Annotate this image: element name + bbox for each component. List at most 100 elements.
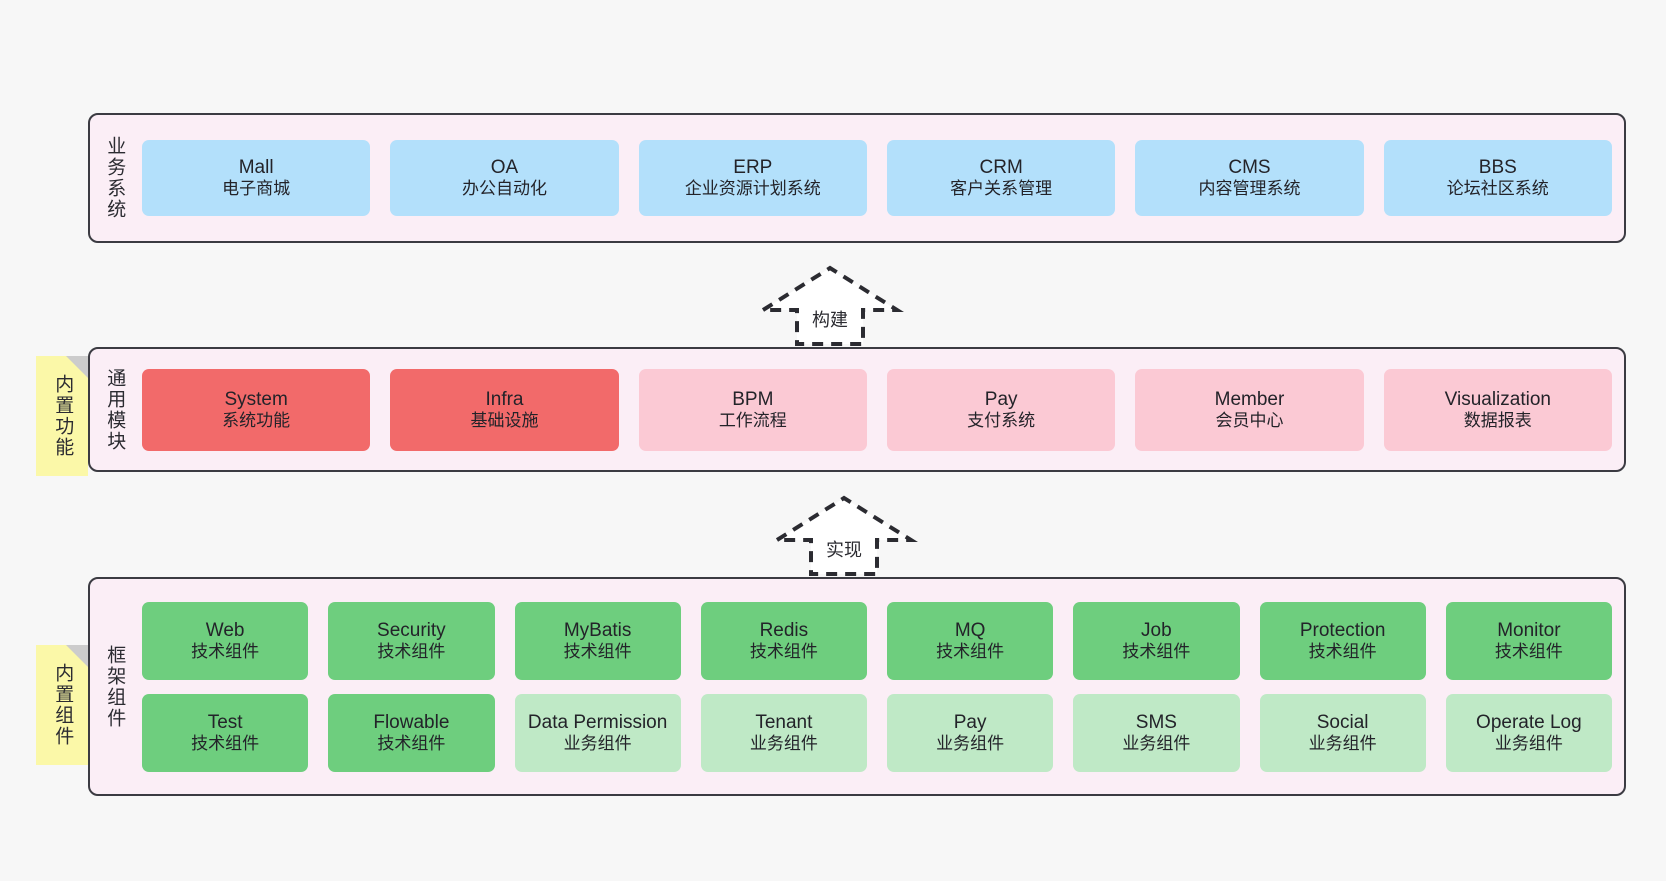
node-title: Protection: [1299, 619, 1386, 641]
node-title: Tenant: [755, 711, 813, 733]
node-subtitle: 业务组件: [749, 733, 818, 753]
node-operate-log[interactable]: Operate Log 业务组件: [1445, 693, 1612, 772]
note-label: 内置组件: [52, 663, 74, 747]
layer-common-modules[interactable]: 通用模块 System 系统功能 Infra 基础设施 BPM 工作流程 Pay…: [88, 347, 1626, 472]
node-flowable[interactable]: Flowable 技术组件: [328, 693, 495, 772]
node-social[interactable]: Social 业务组件: [1259, 693, 1426, 772]
node-subtitle: 业务组件: [1122, 733, 1191, 753]
node-mybatis[interactable]: MyBatis 技术组件: [514, 601, 681, 680]
node-subtitle: 业务组件: [936, 733, 1005, 753]
node-subtitle: 技术组件: [936, 641, 1005, 661]
node-title: Job: [1141, 619, 1172, 641]
node-subtitle: 技术组件: [563, 641, 632, 661]
node-data-permission[interactable]: Data Permission 业务组件: [514, 693, 681, 772]
node-subtitle: 内容管理系统: [1198, 179, 1301, 199]
node-title: Pay: [953, 711, 987, 733]
node-title: Social: [1316, 711, 1369, 733]
node-system[interactable]: System 系统功能: [142, 368, 371, 451]
node-subtitle: 技术组件: [377, 733, 446, 753]
node-monitor[interactable]: Monitor 技术组件: [1445, 601, 1612, 680]
node-title: Pay: [984, 388, 1018, 410]
node-title: Monitor: [1497, 619, 1561, 641]
node-tenant[interactable]: Tenant 业务组件: [700, 693, 867, 772]
node-protection[interactable]: Protection 技术组件: [1259, 601, 1426, 680]
node-mq[interactable]: MQ 技术组件: [887, 601, 1054, 680]
layer-framework-components[interactable]: 框架组件 Web 技术组件 Security 技术组件 MyBatis 技术组件…: [88, 577, 1626, 796]
node-subtitle: 工作流程: [718, 410, 787, 430]
node-title: Operate Log: [1476, 711, 1582, 733]
node-subtitle: 技术组件: [1494, 641, 1563, 661]
node-test[interactable]: Test 技术组件: [142, 693, 309, 772]
note-builtin-features[interactable]: 内置功能: [36, 356, 88, 476]
node-title: Security: [377, 619, 446, 641]
node-title: BBS: [1478, 157, 1517, 179]
node-row: System 系统功能 Infra 基础设施 BPM 工作流程 Pay 支付系统…: [142, 368, 1612, 451]
node-subtitle: 技术组件: [749, 641, 818, 661]
node-title: Mall: [238, 157, 274, 179]
node-title: ERP: [733, 157, 773, 179]
node-subtitle: 技术组件: [1122, 641, 1191, 661]
node-subtitle: 数据报表: [1463, 410, 1532, 430]
build-arrow-icon: [756, 265, 904, 346]
node-subtitle: 客户关系管理: [950, 179, 1053, 199]
node-subtitle: 技术组件: [377, 641, 446, 661]
node-sms[interactable]: SMS 业务组件: [1073, 693, 1240, 772]
layer-title-common-modules: 通用模块: [104, 367, 126, 452]
node-pay-component[interactable]: Pay 业务组件: [887, 693, 1054, 772]
note-label: 内置功能: [52, 374, 74, 458]
node-subtitle: 技术组件: [191, 641, 260, 661]
connector-build: 构建: [753, 262, 907, 348]
node-title: CMS: [1228, 157, 1271, 179]
node-subtitle: 基础设施: [470, 410, 539, 430]
node-visualization[interactable]: Visualization 数据报表: [1383, 368, 1612, 451]
node-subtitle: 支付系统: [967, 410, 1036, 430]
node-row: Mall 电子商城 OA 办公自动化 ERP 企业资源计划系统 CRM 客户关系…: [142, 140, 1612, 216]
note-builtin-components[interactable]: 内置组件: [36, 645, 88, 765]
node-title: Test: [207, 711, 243, 733]
layer-title-business-systems: 业务系统: [104, 136, 126, 220]
node-subtitle: 业务组件: [1308, 733, 1377, 753]
layer-business-systems[interactable]: 业务系统 Mall 电子商城 OA 办公自动化 ERP 企业资源计划系统 CRM…: [88, 113, 1626, 243]
node-web[interactable]: Web 技术组件: [142, 601, 309, 680]
node-title: BPM: [732, 388, 774, 410]
node-title: SMS: [1135, 711, 1177, 733]
node-subtitle: 电子商城: [222, 179, 291, 199]
node-cms[interactable]: CMS 内容管理系统: [1135, 140, 1364, 216]
node-member[interactable]: Member 会员中心: [1135, 368, 1364, 451]
node-title: Infra: [485, 388, 524, 410]
node-subtitle: 技术组件: [191, 733, 260, 753]
node-mall[interactable]: Mall 电子商城: [142, 140, 371, 216]
node-title: Member: [1214, 388, 1285, 410]
node-subtitle: 企业资源计划系统: [684, 179, 821, 199]
node-crm[interactable]: CRM 客户关系管理: [886, 140, 1116, 216]
node-subtitle: 业务组件: [1494, 733, 1563, 753]
node-job[interactable]: Job 技术组件: [1073, 601, 1240, 680]
node-title: MyBatis: [563, 619, 632, 641]
node-subtitle: 会员中心: [1215, 410, 1284, 430]
node-infra[interactable]: Infra 基础设施: [390, 368, 619, 451]
node-subtitle: 系统功能: [222, 410, 291, 430]
node-subtitle: 论坛社区系统: [1446, 179, 1549, 199]
node-title: Flowable: [373, 711, 450, 733]
node-subtitle: 业务组件: [563, 733, 632, 753]
layer-body-business-systems: Mall 电子商城 OA 办公自动化 ERP 企业资源计划系统 CRM 客户关系…: [138, 115, 1624, 241]
implement-arrow-icon: [770, 495, 918, 576]
node-title: Redis: [759, 619, 809, 641]
layer-body-framework-components: Web 技术组件 Security 技术组件 MyBatis 技术组件 Redi…: [138, 579, 1624, 794]
node-bpm[interactable]: BPM 工作流程: [638, 368, 867, 451]
node-security[interactable]: Security 技术组件: [328, 601, 495, 680]
node-title: Web: [205, 619, 245, 641]
node-pay[interactable]: Pay 支付系统: [886, 368, 1116, 451]
node-subtitle: 办公自动化: [461, 179, 547, 199]
node-redis[interactable]: Redis 技术组件: [700, 601, 867, 680]
node-title: System: [224, 388, 288, 410]
node-bbs[interactable]: BBS 论坛社区系统: [1383, 140, 1612, 216]
node-erp[interactable]: ERP 企业资源计划系统: [638, 140, 867, 216]
node-row: Web 技术组件 Security 技术组件 MyBatis 技术组件 Redi…: [142, 601, 1612, 680]
connector-implement: 实现: [767, 492, 921, 578]
node-row: Test 技术组件 Flowable 技术组件 Data Permission …: [142, 693, 1612, 772]
node-oa[interactable]: OA 办公自动化: [390, 140, 619, 216]
node-title: Data Permission: [527, 711, 668, 733]
node-title: MQ: [954, 619, 986, 641]
